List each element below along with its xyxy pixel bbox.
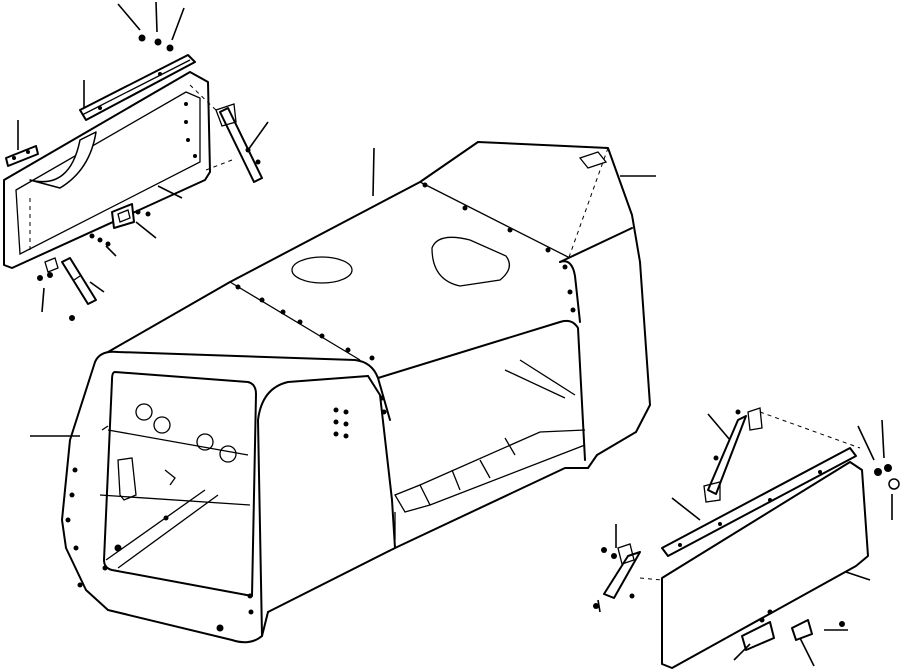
left-stay-rod — [215, 103, 263, 183]
right-side-panel — [639, 411, 869, 669]
hood-fastener-dots — [65, 182, 576, 632]
right-gas-spring — [593, 543, 641, 609]
right-stay-rod — [703, 407, 763, 503]
right-fasteners — [839, 464, 900, 627]
callout-leaders — [17, 1, 893, 667]
left-side-panel — [3, 34, 233, 321]
hood-body — [61, 141, 651, 644]
